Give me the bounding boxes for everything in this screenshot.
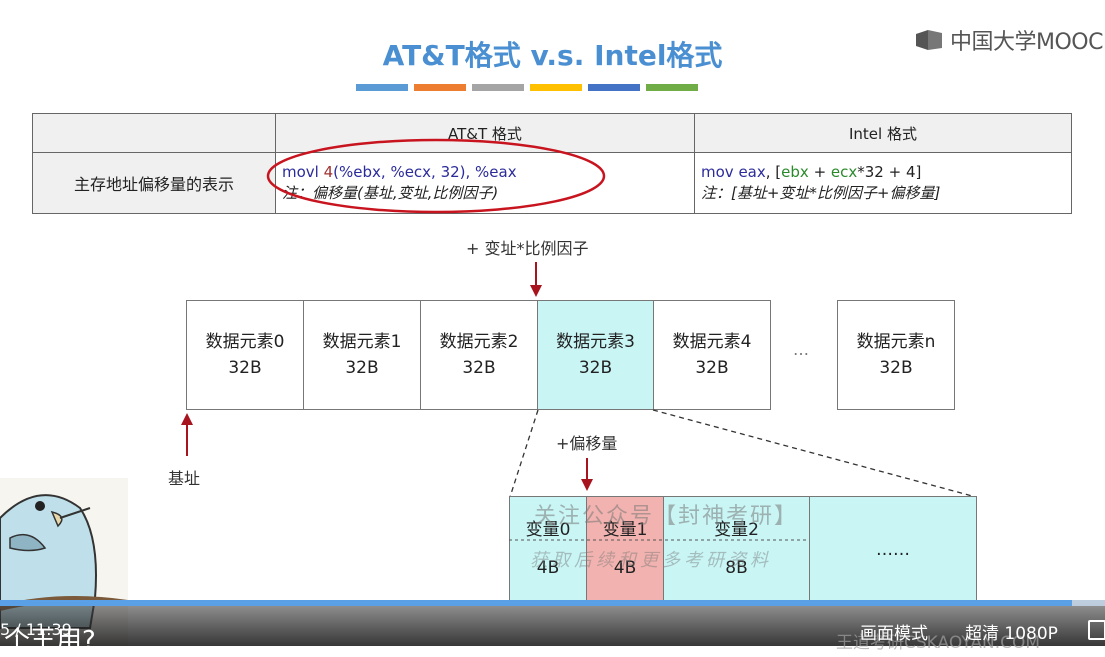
watermark-text: 关注公众号【封神考研】	[534, 504, 799, 529]
intel-a: ebx	[781, 163, 809, 181]
data-element-cell-highlighted: 数据元素3 32B	[537, 300, 654, 410]
data-element-cell: 数据元素4 32B	[653, 300, 771, 410]
index-arrow-head	[530, 285, 542, 297]
elements-ellipsis: …	[793, 340, 809, 359]
element-name: 数据元素1	[322, 332, 402, 352]
table-header-empty	[32, 113, 276, 153]
variable-cell-highlighted: 变量1 4B	[586, 496, 664, 604]
intel-sep: , [	[765, 163, 782, 181]
table-row: 主存地址偏移量的表示 movl 4(%ebx, %ecx, 32), %eax …	[32, 152, 1072, 214]
intel-plus: +	[808, 163, 831, 181]
offset-label: +偏移量	[556, 434, 618, 453]
element-name: 数据元素0	[205, 332, 285, 352]
att-code: movl 4(%ebx, %ecx, 32), %eax	[282, 162, 688, 183]
watermark-text: 获取后续和更多考研资料	[530, 550, 772, 571]
title-color-bar	[356, 84, 698, 91]
intel-note: 注：[基址+变址*比例因子+偏移量]	[701, 184, 941, 202]
element-name: 数据元素3	[556, 332, 635, 352]
table-header-row: AT&T 格式 Intel 格式	[32, 113, 1072, 153]
intel-cell: mov eax, [ebx + ecx*32 + 4] 注：[基址+变址*比例因…	[694, 152, 1072, 214]
index-label: + 变址*比例因子	[466, 239, 589, 258]
mooc-logo: 中国大学MOOC	[914, 24, 1103, 56]
att-rest: (%ebx, %ecx, 32), %eax	[333, 163, 517, 181]
element-size: 32B	[228, 358, 262, 378]
variable-size: 4B	[613, 558, 637, 578]
element-size: 32B	[462, 358, 496, 378]
offset-arrow-line	[586, 458, 588, 480]
element-name: 数据元素2	[439, 332, 519, 352]
variable-name: 变量1	[602, 520, 648, 540]
format-comparison-table: AT&T 格式 Intel 格式 主存地址偏移量的表示 movl 4(%ebx,…	[32, 113, 1072, 214]
quality-button[interactable]: 超清 1080P	[965, 624, 1058, 644]
intel-code: mov eax, [ebx + ecx*32 + 4]	[701, 162, 1065, 183]
att-op: movl	[282, 163, 319, 181]
element-size: 32B	[695, 358, 729, 378]
color-swatch	[414, 84, 466, 91]
variable-ellipsis: ……	[876, 540, 910, 560]
att-note: 注：偏移量(基址,变址,比例因子)	[282, 184, 499, 202]
data-element-cell: 数据元素1 32B	[303, 300, 421, 410]
base-arrow-head	[181, 413, 193, 425]
picture-in-picture-icon[interactable]	[1088, 620, 1105, 640]
base-label: 基址	[168, 469, 201, 488]
mooc-logo-icon	[914, 28, 944, 52]
color-swatch	[530, 84, 582, 91]
element-size: 32B	[578, 358, 613, 378]
color-swatch	[356, 84, 408, 91]
variable-size: 8B	[725, 558, 748, 578]
data-element-cell: 数据元素0 32B	[186, 300, 304, 410]
element-name: 数据元素4	[672, 332, 752, 352]
intel-mul: *32 + 4]	[857, 163, 922, 181]
color-swatch	[472, 84, 524, 91]
base-arrow-line	[186, 424, 188, 456]
att-cell: movl 4(%ebx, %ecx, 32), %eax 注：偏移量(基址,变址…	[275, 152, 695, 214]
row-label: 主存地址偏移量的表示	[32, 152, 276, 214]
logo-text: 中国大学MOOC	[950, 30, 1103, 55]
intel-b: ecx	[830, 163, 858, 181]
color-swatch	[588, 84, 640, 91]
subtitle-fragment: 个王用?	[4, 626, 96, 656]
display-mode-button[interactable]: 画面模式	[860, 624, 928, 644]
variable-name: 变量0	[525, 520, 571, 540]
att-num: 4	[323, 163, 334, 181]
intel-reg: eax	[738, 163, 766, 181]
slide-title: AT&T格式 v.s. Intel格式	[382, 39, 723, 72]
variable-name: 变量2	[714, 520, 759, 540]
video-control-bar	[0, 600, 1105, 646]
element-size: 32B	[879, 358, 913, 378]
data-element-cell: 数据元素n 32B	[837, 300, 955, 410]
index-arrow-line	[535, 262, 537, 286]
element-name: 数据元素n	[856, 332, 936, 352]
element-size: 32B	[345, 358, 379, 378]
table-header-intel: Intel 格式	[694, 113, 1072, 153]
variable-cell-more: ……	[809, 496, 977, 604]
annotation-ellipse	[266, 138, 606, 214]
variable-divider	[509, 539, 809, 541]
variable-cell: 变量2 8B	[663, 496, 810, 604]
intel-op: mov	[701, 163, 734, 181]
offset-arrow-head	[581, 479, 593, 491]
color-swatch	[646, 84, 698, 91]
zoom-dashed-lines	[509, 409, 977, 498]
variable-size: 4B	[536, 558, 560, 578]
playback-time: 5 / 11:39	[0, 620, 72, 639]
data-element-cell: 数据元素2 32B	[420, 300, 538, 410]
progress-fill	[0, 600, 1072, 606]
